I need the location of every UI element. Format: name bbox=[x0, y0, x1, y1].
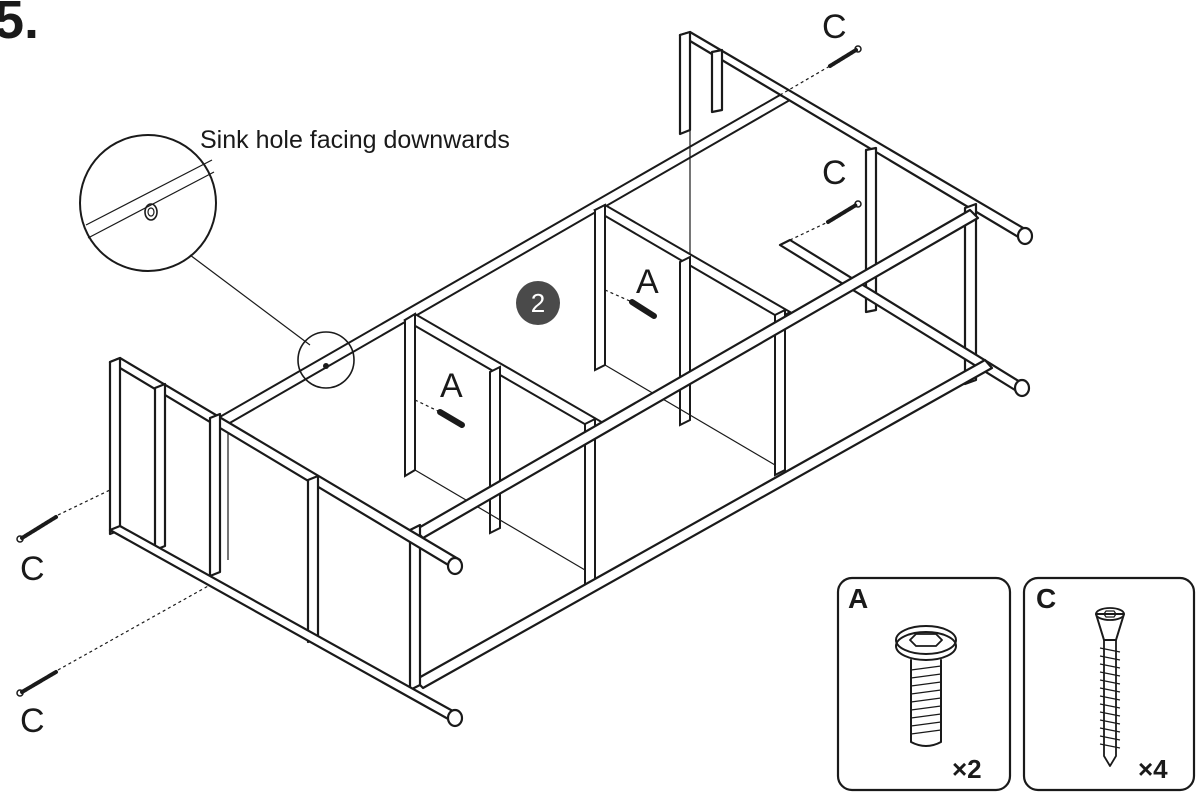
bolt-a-icon bbox=[895, 625, 957, 747]
hardware-box-a: A ×2 bbox=[836, 576, 1012, 792]
hardware-c-id: C bbox=[1036, 583, 1056, 614]
hardware-box-c: C ×4 bbox=[1022, 576, 1196, 792]
sink-hole-callout: Sink hole facing downwards bbox=[79, 126, 510, 389]
label-c-top: C bbox=[822, 8, 847, 46]
label-a-far: A bbox=[636, 263, 659, 301]
hardware-a-qty: ×2 bbox=[952, 754, 982, 784]
hardware-c-qty: ×4 bbox=[1138, 754, 1168, 784]
hardware-a-id: A bbox=[848, 583, 868, 614]
label-c-right: C bbox=[822, 154, 847, 192]
screw-a-far: A bbox=[604, 263, 659, 319]
label-c-left-upper: C bbox=[20, 550, 45, 588]
left-end-frame bbox=[108, 356, 464, 728]
label-a-near: A bbox=[440, 367, 463, 405]
screw-c-top: C bbox=[779, 8, 862, 96]
sink-hole-dot bbox=[323, 363, 329, 369]
step-number: 5. bbox=[0, 0, 39, 50]
screw-c-right: C bbox=[789, 154, 862, 241]
screw-c-left-upper: C bbox=[16, 489, 111, 588]
callout-text: Sink hole facing downwards bbox=[200, 126, 510, 154]
right-end-frame bbox=[678, 30, 1034, 420]
front-rails bbox=[408, 208, 994, 692]
badge-label: 2 bbox=[531, 288, 545, 318]
screw-a-near: A bbox=[414, 367, 465, 428]
screw-c-left-lower: C bbox=[16, 584, 211, 740]
screw-c-icon bbox=[1095, 607, 1125, 767]
step-badge: 2 bbox=[516, 281, 560, 325]
label-c-left-lower: C bbox=[20, 702, 45, 740]
